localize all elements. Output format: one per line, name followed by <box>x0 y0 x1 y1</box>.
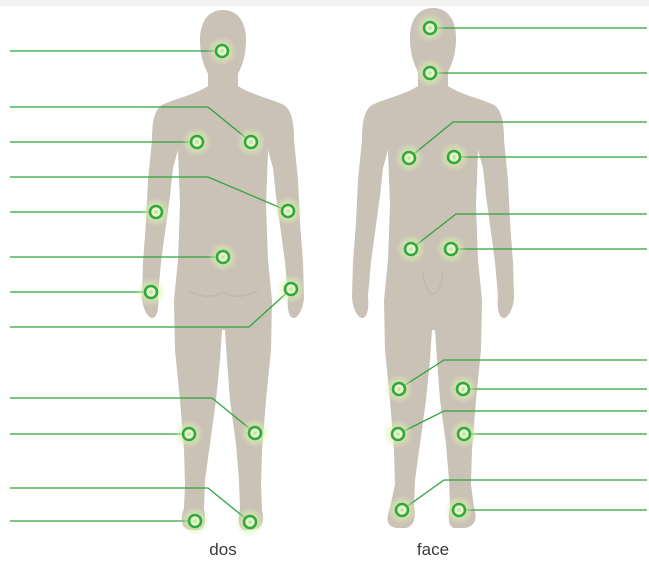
marker-point[interactable] <box>436 234 466 264</box>
marker-center <box>397 387 401 391</box>
marker-point[interactable] <box>276 274 306 304</box>
marker-center <box>409 247 413 251</box>
marker-center <box>286 209 290 213</box>
marker-point[interactable] <box>235 507 265 537</box>
marker-center <box>400 508 404 512</box>
marker-point[interactable] <box>182 127 212 157</box>
marker-point[interactable] <box>240 418 270 448</box>
marker-point[interactable] <box>236 127 266 157</box>
leader-lines <box>10 28 647 522</box>
marker-point[interactable] <box>207 36 237 66</box>
marker-center <box>193 519 197 523</box>
marker-point[interactable] <box>141 197 171 227</box>
leader-line <box>399 360 647 389</box>
marker-center <box>428 26 432 30</box>
marker-center <box>457 508 461 512</box>
label-front: face <box>383 540 483 560</box>
marker-point[interactable] <box>444 495 474 525</box>
marker-center <box>220 49 224 53</box>
marker-point[interactable] <box>439 142 469 172</box>
marker-center <box>462 432 466 436</box>
marker-point[interactable] <box>387 495 417 525</box>
marker-point[interactable] <box>383 419 413 449</box>
marker-point[interactable] <box>180 506 210 536</box>
marker-center <box>187 432 191 436</box>
label-back: dos <box>173 540 273 560</box>
marker-center <box>221 255 225 259</box>
marker-point[interactable] <box>384 374 414 404</box>
marker-center <box>452 155 456 159</box>
marker-center <box>428 71 432 75</box>
marker-point[interactable] <box>448 374 478 404</box>
marker-point[interactable] <box>449 419 479 449</box>
marker-point[interactable] <box>174 419 204 449</box>
leader-line <box>398 411 647 434</box>
leader-line <box>10 488 250 522</box>
marker-point[interactable] <box>415 58 445 88</box>
marker-center <box>149 290 153 294</box>
leader-line <box>10 398 255 433</box>
marker-point[interactable] <box>273 196 303 226</box>
marker-center <box>248 520 252 524</box>
marker-center <box>289 287 293 291</box>
marker-center <box>396 432 400 436</box>
marker-center <box>253 431 257 435</box>
marker-point[interactable] <box>208 242 238 272</box>
marker-center <box>249 140 253 144</box>
marker-point[interactable] <box>136 277 166 307</box>
marker-center <box>449 247 453 251</box>
marker-center <box>461 387 465 391</box>
marker-point[interactable] <box>394 143 424 173</box>
marker-center <box>407 156 411 160</box>
marker-center <box>195 140 199 144</box>
leader-line <box>402 480 647 510</box>
marker-point[interactable] <box>415 13 445 43</box>
marker-point[interactable] <box>396 234 426 264</box>
marker-center <box>154 210 158 214</box>
